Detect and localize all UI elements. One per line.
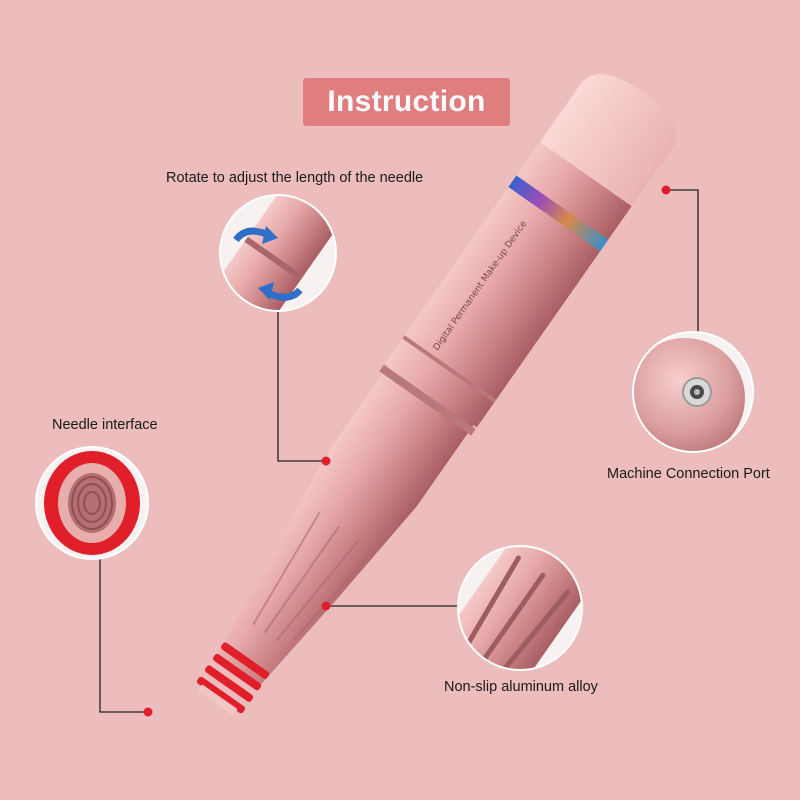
page-title: Instruction xyxy=(327,85,486,118)
magnifier-needle-interface xyxy=(35,446,149,560)
connector-lines xyxy=(99,189,699,713)
marker-dots xyxy=(143,185,671,717)
magnifier-connection-port xyxy=(632,331,754,453)
magnifier-rotate xyxy=(219,194,337,312)
label-connection-port: Machine Connection Port xyxy=(607,466,770,482)
title-badge: Instruction xyxy=(303,78,510,126)
label-rotate: Rotate to adjust the length of the needl… xyxy=(166,170,424,186)
rotate-arrow-icon xyxy=(262,226,278,244)
label-non-slip: Non-slip aluminum alloy xyxy=(444,679,598,695)
label-needle-interface: Needle interface xyxy=(52,417,158,433)
pen-device: Digital Permanent Make-up Device xyxy=(196,73,677,716)
